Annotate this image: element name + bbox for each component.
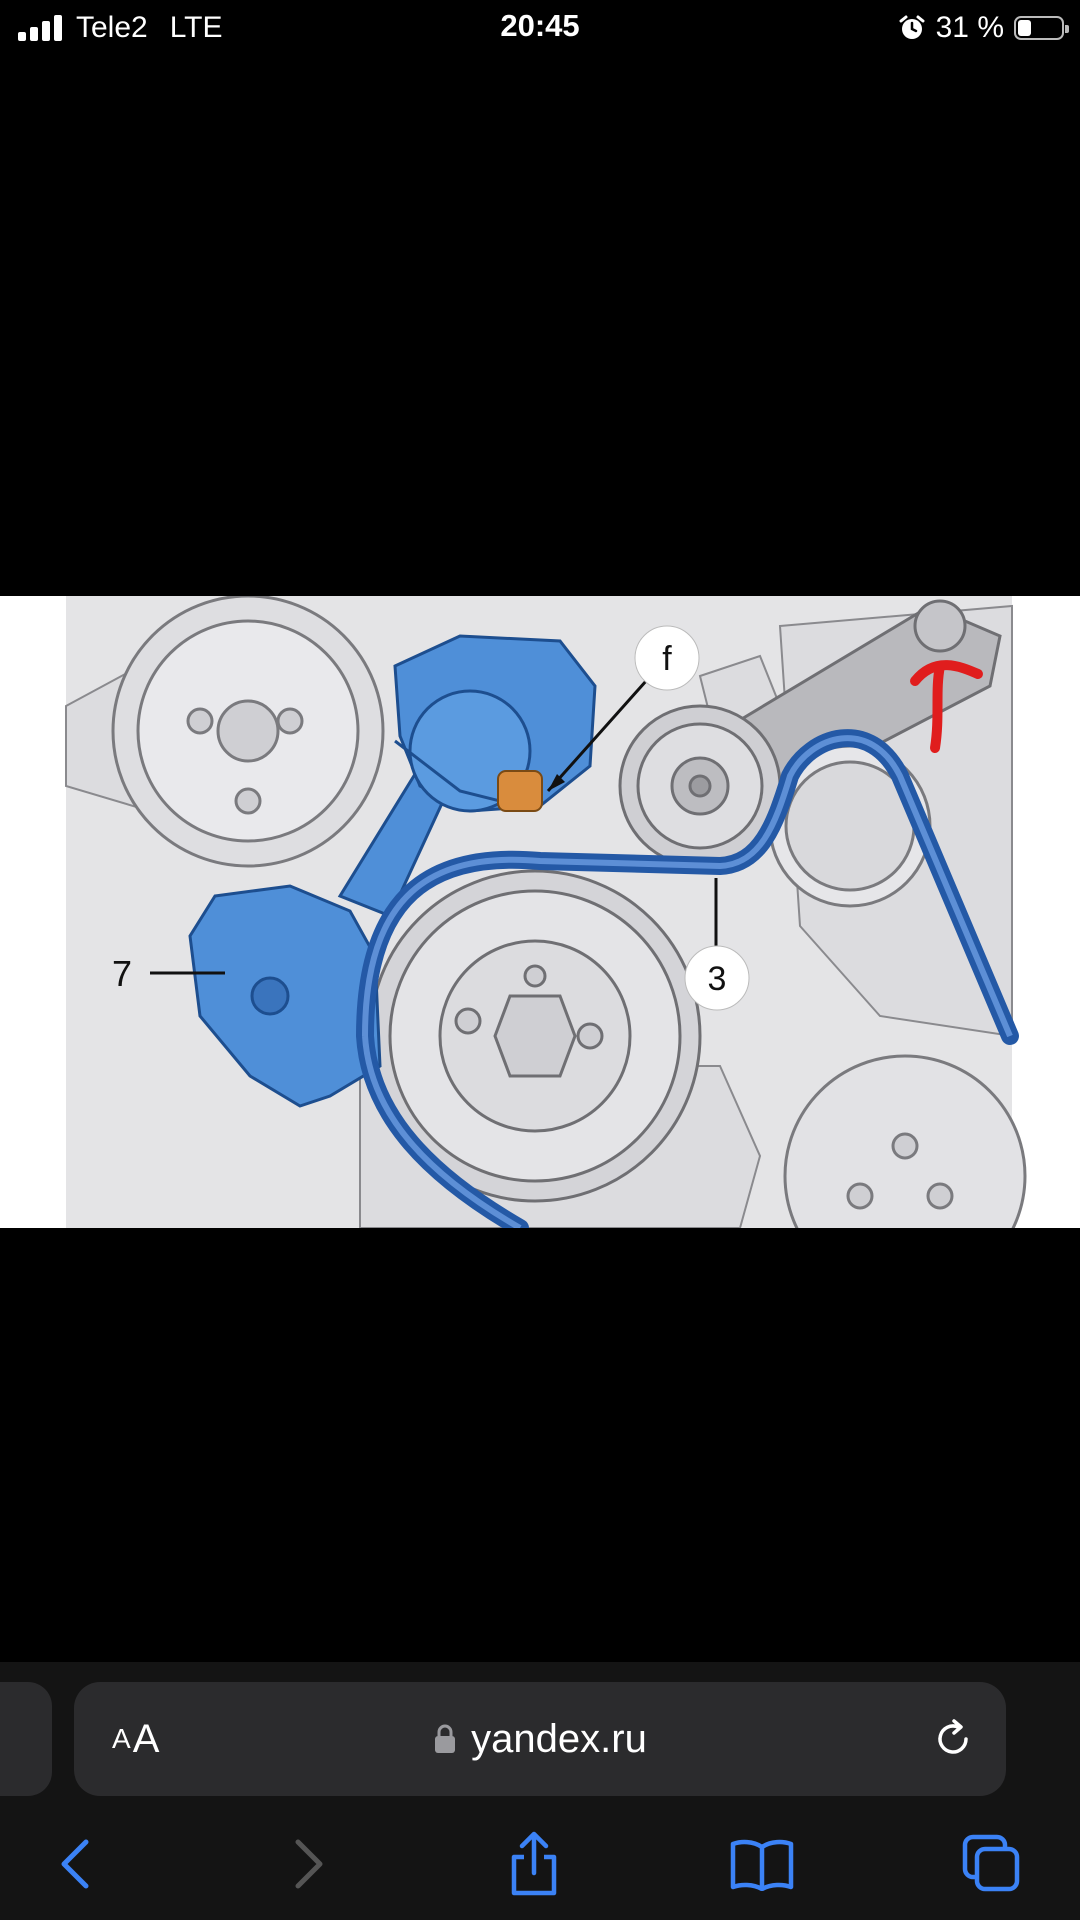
- battery-percent: 31 %: [935, 11, 1004, 44]
- address-bar[interactable]: A A yandex.ru: [74, 1682, 1006, 1796]
- callout-3-circle: [684, 945, 750, 1011]
- idler-pulley: [618, 704, 782, 868]
- bookmarks-icon: [730, 1839, 794, 1891]
- alarm-icon: [899, 15, 925, 39]
- back-button[interactable]: [36, 1826, 116, 1902]
- callout-f: f: [662, 640, 672, 678]
- forward-button[interactable]: [268, 1826, 348, 1902]
- status-bar: Tele2 LTE 20:45 31 %: [0, 0, 1080, 54]
- diagram-svg: f 3 7: [0, 594, 1080, 1298]
- text-size-small-label: A: [112, 1723, 131, 1754]
- right-pulley: [768, 744, 932, 908]
- callout-7: 7: [112, 953, 132, 994]
- carrier-name: Tele2: [76, 11, 148, 44]
- previous-tab-preview[interactable]: [0, 1682, 52, 1796]
- bookmarks-button[interactable]: [722, 1826, 802, 1902]
- text-size-large-label: A: [132, 1716, 160, 1761]
- crankshaft-pulley: [368, 869, 702, 1203]
- callout-3: 3: [708, 960, 727, 998]
- status-left: Tele2 LTE: [18, 8, 223, 48]
- tabs-button[interactable]: [952, 1826, 1032, 1902]
- network-type: LTE: [169, 11, 223, 44]
- engine-belt-diagram[interactable]: f 3 7: [0, 594, 1080, 1298]
- signal-icon: [18, 15, 62, 41]
- back-icon: [61, 1839, 89, 1889]
- forward-icon: [295, 1839, 323, 1889]
- navigation-row: [0, 1820, 1080, 1920]
- web-content[interactable]: f 3 7: [0, 54, 1080, 1662]
- lock-icon: [435, 1724, 456, 1753]
- status-right: 31 %: [898, 8, 1069, 48]
- leader-f: [546, 670, 657, 792]
- text-size-button[interactable]: A A: [112, 1682, 159, 1796]
- share-icon: [511, 1831, 557, 1896]
- battery-fill: [1018, 20, 1031, 36]
- orange-fitting: [497, 770, 543, 812]
- reload-icon[interactable]: [930, 1716, 976, 1762]
- pulley-upper-left: [111, 594, 385, 868]
- share-button[interactable]: [494, 1826, 574, 1902]
- tabs-icon: [962, 1834, 1020, 1892]
- url-text: yandex.ru: [471, 1716, 647, 1761]
- red-arrow-mark: [910, 660, 983, 753]
- battery-icon: [1014, 16, 1069, 40]
- browser-toolbar: A A yandex.ru: [0, 1662, 1080, 1920]
- tensioner-assembly: [188, 634, 597, 1108]
- clock: 20:45: [500, 8, 580, 43]
- url-display[interactable]: yandex.ru: [74, 1682, 1006, 1796]
- callout-f-circle: [634, 625, 700, 691]
